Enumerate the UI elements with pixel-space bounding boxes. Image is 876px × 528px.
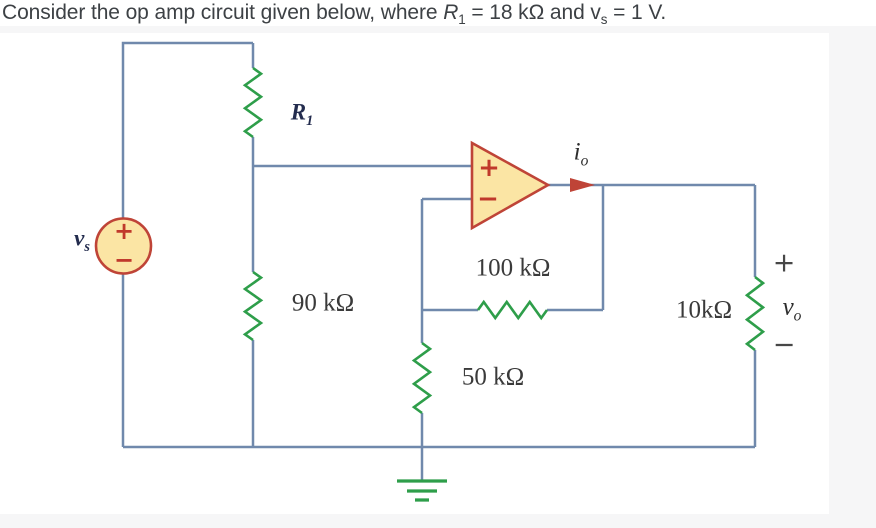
vo-plus-sign: + — [772, 247, 796, 279]
vo-sub: o — [793, 307, 802, 325]
r1-sub: 1 — [306, 113, 314, 130]
r1-symbol-sub: 1 — [458, 12, 466, 28]
resistor-100k-zigzag — [476, 299, 549, 321]
ground-icon — [397, 479, 447, 502]
io-main: i — [573, 138, 581, 166]
resistor-90k-label: 90 kΩ — [291, 289, 355, 317]
circuit-diagram: vs + − R1 90 kΩ 100 kΩ 50 kΩ 10kΩ + − io… — [0, 33, 829, 514]
opamp-plus-input-sign: + — [478, 153, 500, 183]
r1-main: R — [290, 99, 307, 125]
vs-source-label: vs — [74, 225, 90, 255]
resistor-90k-zigzag — [242, 270, 264, 342]
opamp-triangle — [470, 140, 551, 231]
question-suffix: = 1 V. — [607, 1, 667, 24]
r1-symbol: R — [443, 1, 459, 24]
resistor-50k-label: 50 kΩ — [461, 363, 525, 391]
source-minus-sign: − — [113, 246, 135, 274]
resistor-10k-zigzag — [744, 275, 766, 352]
vo-minus-sign: − — [772, 329, 796, 361]
current-arrow-icon — [570, 178, 595, 192]
source-plus-sign: + — [113, 217, 135, 245]
resistor-50k-zigzag — [411, 341, 433, 415]
opamp-minus-input-sign: − — [477, 184, 499, 214]
resistor-100k-label: 100 kΩ — [475, 254, 551, 282]
resistor-r1-zigzag — [242, 66, 264, 139]
vo-voltage-label: vo — [782, 293, 802, 324]
circuit-canvas — [94, 41, 766, 502]
vs-symbol-sub: s — [600, 12, 608, 28]
io-sub: o — [580, 152, 589, 170]
vo-main: v — [782, 293, 794, 321]
question-mid: = 18 kΩ and v — [465, 1, 601, 24]
question-text: Consider the op amp circuit given below,… — [2, 0, 667, 28]
r1-label: R1 — [290, 99, 313, 129]
wire-feedback-loop — [422, 185, 605, 312]
io-current-label: io — [573, 138, 589, 169]
voltage-source-circle — [94, 217, 153, 275]
vs-main: v — [74, 225, 85, 251]
wire-left-and-top — [121, 41, 253, 447]
resistor-10k-label: 10kΩ — [675, 296, 733, 324]
question-prefix: Consider the op amp circuit given below,… — [2, 1, 444, 24]
question-header: Consider the op amp circuit given below,… — [0, 0, 876, 26]
vs-sub: s — [84, 239, 90, 256]
